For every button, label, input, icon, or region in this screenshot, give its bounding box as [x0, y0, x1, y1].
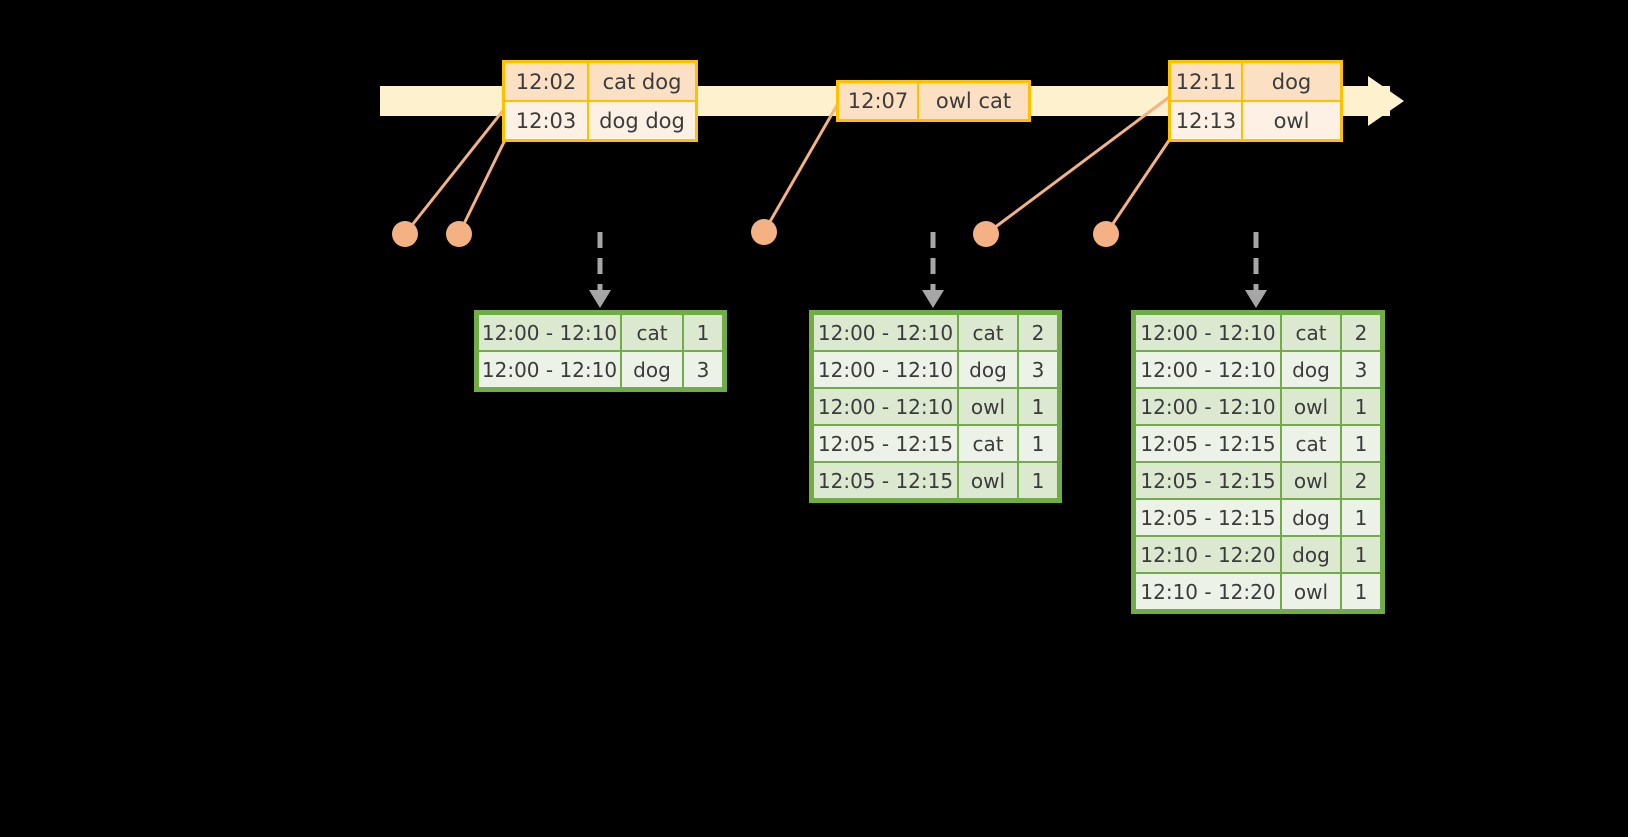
cell-count: 1 — [1341, 573, 1381, 610]
event-row[interactable]: 12:02 cat dog — [505, 63, 695, 100]
cell-count: 3 — [1341, 351, 1381, 388]
cell-window: 12:00 - 12:10 — [1135, 351, 1281, 388]
event-time: 12:11 — [1171, 63, 1243, 100]
cell-window: 12:05 - 12:15 — [1135, 425, 1281, 462]
cell-key: cat — [958, 425, 1018, 462]
event-row[interactable]: 12:13 owl — [1171, 100, 1340, 139]
cell-key: dog — [1281, 351, 1341, 388]
cell-window: 12:05 - 12:15 — [1135, 499, 1281, 536]
event-group-1[interactable]: 12:02 cat dog 12:03 dog dog — [502, 60, 698, 142]
event-time: 12:02 — [505, 63, 589, 100]
event-dot-1202 — [392, 221, 418, 247]
cell-window: 12:00 - 12:10 — [478, 314, 621, 351]
cell-key: dog — [621, 351, 683, 388]
event-payload: owl — [1243, 102, 1340, 139]
event-payload: dog dog — [589, 102, 695, 139]
dashed-arrow-to-table-3 — [1245, 232, 1267, 308]
event-time: 12:03 — [505, 102, 589, 139]
cell-count: 1 — [1018, 462, 1058, 499]
cell-window: 12:05 - 12:15 — [1135, 462, 1281, 499]
leader-line-1203 — [457, 139, 507, 235]
cell-count: 1 — [1341, 388, 1381, 425]
event-payload: owl cat — [919, 83, 1028, 119]
event-dot-1207 — [751, 219, 777, 245]
event-dot-1213 — [1093, 221, 1119, 247]
cell-key: cat — [1281, 425, 1341, 462]
dashed-arrow-to-table-2 — [922, 232, 944, 308]
event-dot-1203 — [446, 221, 472, 247]
event-time: 12:07 — [839, 83, 919, 119]
leader-line-1207 — [762, 99, 842, 233]
event-row[interactable]: 12:11 dog — [1171, 63, 1340, 100]
cell-window: 12:00 - 12:10 — [1135, 388, 1281, 425]
cell-window: 12:00 - 12:10 — [813, 351, 958, 388]
cell-count: 2 — [1018, 314, 1058, 351]
event-dot-1211 — [973, 221, 999, 247]
cell-window: 12:00 - 12:10 — [813, 388, 958, 425]
cell-key: cat — [958, 314, 1018, 351]
cell-count: 1 — [1341, 425, 1381, 462]
cell-window: 12:00 - 12:10 — [1135, 314, 1281, 351]
event-payload: dog — [1243, 63, 1340, 100]
cell-key: owl — [1281, 573, 1341, 610]
leader-line-1213 — [1104, 135, 1174, 235]
cell-window: 12:10 - 12:20 — [1135, 536, 1281, 573]
cell-window: 12:00 - 12:10 — [478, 351, 621, 388]
cell-count: 1 — [683, 314, 723, 351]
event-time: 12:13 — [1171, 102, 1243, 139]
cell-key: cat — [621, 314, 683, 351]
cell-count: 1 — [1018, 425, 1058, 462]
cell-count: 3 — [683, 351, 723, 388]
cell-key: owl — [958, 388, 1018, 425]
cell-count: 1 — [1341, 536, 1381, 573]
cell-key: owl — [1281, 388, 1341, 425]
cell-count: 1 — [1341, 499, 1381, 536]
cell-key: dog — [958, 351, 1018, 388]
event-row[interactable]: 12:07 owl cat — [839, 83, 1028, 119]
event-group-2[interactable]: 12:07 owl cat — [836, 80, 1031, 122]
cell-count: 2 — [1341, 314, 1381, 351]
cell-window: 12:05 - 12:15 — [813, 425, 958, 462]
event-group-3[interactable]: 12:11 dog 12:13 owl — [1168, 60, 1343, 142]
cell-window: 12:05 - 12:15 — [813, 462, 958, 499]
cell-count: 3 — [1018, 351, 1058, 388]
cell-count: 1 — [1018, 388, 1058, 425]
dashed-arrow-to-table-1 — [589, 232, 611, 308]
event-row[interactable]: 12:03 dog dog — [505, 100, 695, 139]
cell-key: dog — [1281, 536, 1341, 573]
timeline-arrow-icon — [1368, 76, 1404, 126]
cell-window: 12:10 - 12:20 — [1135, 573, 1281, 610]
cell-key: owl — [958, 462, 1018, 499]
cell-key: owl — [1281, 462, 1341, 499]
event-payload: cat dog — [589, 63, 695, 100]
cell-window: 12:00 - 12:10 — [813, 314, 958, 351]
cell-count: 2 — [1341, 462, 1381, 499]
cell-key: cat — [1281, 314, 1341, 351]
leader-line-1202 — [403, 107, 507, 235]
cell-key: dog — [1281, 499, 1341, 536]
